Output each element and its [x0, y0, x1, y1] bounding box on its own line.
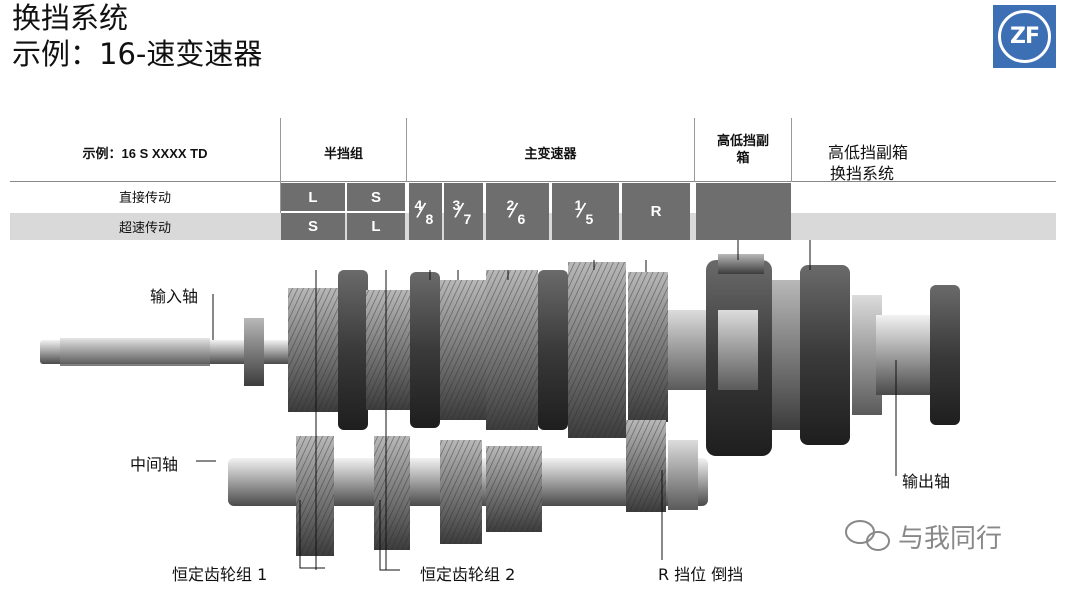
gear-den: 7 [463, 210, 472, 227]
gear-fraction-3-7: 3/7 [449, 195, 479, 229]
row-direct-label: 直接传动 [118, 190, 171, 205]
reverse-gear-label: R 挡位 倒挡 [658, 565, 744, 584]
split-cell-top-2: S [347, 183, 405, 211]
row-overdrive-label: 超速传动 [118, 220, 171, 235]
gear-den: 5 [585, 210, 594, 227]
range-cell [696, 183, 791, 240]
transmission-illustration [40, 240, 960, 571]
table-divider-3 [694, 118, 695, 182]
main-gear-cell-r: R [622, 183, 690, 240]
table-divider-2 [406, 118, 407, 182]
wechat-icon [845, 520, 890, 551]
zf-logo-text: ZF [1010, 24, 1040, 49]
countershaft-label: 中间轴 [130, 455, 179, 474]
constant-gear-2-label: 恒定齿轮组 2 [420, 565, 516, 584]
gear-num: 1 [574, 196, 583, 213]
input-shaft-splines [60, 338, 210, 366]
gear-den: 6 [517, 210, 526, 227]
leader-lines [196, 240, 897, 571]
output-shaft-label: 输出轴 [902, 472, 951, 491]
col-split-header: 半挡组 [323, 146, 363, 161]
range-shift-label-1: 高低挡副箱 [828, 143, 909, 162]
page-subtitle: 示例：16-速变速器 [12, 37, 263, 71]
gear-fraction-1-5: 1/5 [571, 195, 601, 229]
gear-fraction-4-8: 4/8 [411, 195, 441, 229]
row-direct-cell: 直接传动 [10, 183, 280, 210]
table-divider-4 [791, 118, 792, 182]
split-cell-top-1: L [281, 183, 345, 211]
main-gear-cell-2-6: 2/6 [486, 183, 549, 240]
split-cell-bottom-2: L [347, 213, 405, 240]
table-header-rule [10, 181, 1056, 182]
gear-den: 8 [425, 210, 434, 227]
row-overdrive-cell: 超速传动 [10, 213, 280, 240]
split-bottom-1: S [307, 218, 318, 235]
gear-num: 3 [452, 196, 461, 213]
split-cell-bottom-1: S [281, 213, 345, 240]
table-divider-1 [280, 118, 281, 240]
split-top-2: S [370, 188, 381, 206]
zf-logo-ring: ZF [998, 10, 1051, 63]
gear-fraction-2-6: 2/6 [503, 195, 533, 229]
gear-num: 2 [506, 196, 515, 213]
main-gear-cell-3-7: 3/7 [444, 183, 483, 240]
split-top-1: L [308, 188, 318, 206]
col-main-header: 主变速器 [524, 146, 577, 161]
input-shaft-label: 输入轴 [150, 287, 199, 306]
page-title: 换挡系统 [12, 1, 129, 35]
main-gear-cell-4-8: 4/8 [409, 183, 442, 240]
gear-num: 4 [414, 196, 423, 213]
reverse-label: R [650, 203, 662, 220]
split-bottom-2: L [371, 218, 381, 235]
range-shift-label-2: 换挡系统 [830, 164, 895, 183]
constant-gear-1-label: 恒定齿轮组 1 [172, 565, 268, 584]
main-gear-cell-1-5: 1/5 [552, 183, 619, 240]
col-range-header: 高低挡副箱 [717, 133, 770, 165]
zf-logo: ZF [993, 5, 1056, 68]
main-shaft-gears [244, 262, 708, 438]
range-planetary [706, 254, 960, 456]
example-label: 示例：16 S XXXX TD [82, 146, 208, 161]
watermark-text: 与我同行 [898, 524, 1003, 554]
